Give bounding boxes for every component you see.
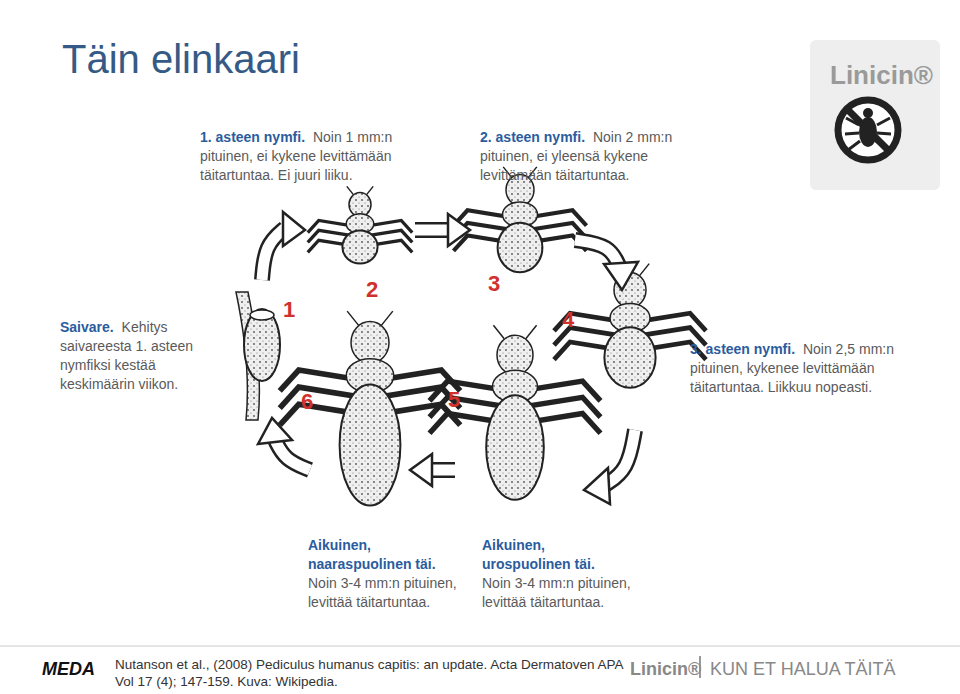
arrow-male-to-female <box>410 454 455 486</box>
third-nymph <box>554 264 706 388</box>
stage-heading: 2. asteen nymfi. <box>480 129 585 145</box>
gap <box>589 129 593 145</box>
callout-number: 5 <box>448 388 460 412</box>
logo-panel <box>810 40 940 190</box>
cycle-arrows <box>258 212 638 504</box>
stage-heading: 1. asteen nymfi. <box>200 129 305 145</box>
footer-divider <box>699 656 701 678</box>
stage-text: Noin 3-4 mm:n pituinen, levittää täitart… <box>482 575 631 610</box>
nit-egg <box>244 309 280 381</box>
callout-number: 1 <box>283 298 295 322</box>
arrow-third-to-male <box>584 430 635 504</box>
company-logo: MEDA <box>42 658 95 680</box>
arrow-female-to-nit <box>258 418 310 470</box>
stage-description: 1. asteen nymfi. Noin 1 mm:n pituinen, e… <box>200 128 415 185</box>
stage-description: 3. asteen nymfi. Noin 2,5 mm:n pituinen,… <box>690 340 918 397</box>
stage-description: Aikuinen, urospuolinen täi. Noin 3-4 mm:… <box>482 536 632 612</box>
first-nymph <box>308 186 413 263</box>
adult-male <box>430 325 601 499</box>
stage-description: Saivare. Kehitys saivareesta 1. asteen n… <box>60 318 228 394</box>
gap <box>309 129 313 145</box>
arrow-nit-to-first <box>262 212 305 280</box>
second-nymph <box>454 167 587 272</box>
footer-slogan: KUN ET HALUA TÄITÄ <box>710 658 895 680</box>
stage-heading: Saivare. <box>60 319 114 335</box>
stage-heading: 3. asteen nymfi. <box>690 341 795 357</box>
slide-title: Täin elinkaari <box>62 36 300 82</box>
stage-heading: Aikuinen, urospuolinen täi. <box>482 536 628 574</box>
callout-number: 6 <box>301 390 313 414</box>
callout-number: 4 <box>562 308 574 332</box>
stage-description: Aikuinen, naaraspuolinen täi. Noin 3-4 m… <box>308 536 458 612</box>
arrow-second-to-third <box>575 240 638 290</box>
arrow-first-to-second <box>415 214 470 246</box>
gap <box>799 341 803 357</box>
logo-text: Linicin® <box>830 60 933 90</box>
footer-rule <box>0 646 960 647</box>
stage-description: 2. asteen nymfi. Noin 2 mm:n pituinen, e… <box>480 128 705 185</box>
gap <box>118 319 122 335</box>
callout-number: 2 <box>366 278 378 302</box>
stage-heading: Aikuinen, naaraspuolinen täi. <box>308 536 454 574</box>
lice-figures <box>236 167 706 506</box>
nit-cap <box>250 310 274 320</box>
citation: Nutanson et al., (2008) Pediculus humanu… <box>115 656 625 690</box>
stage-text: Noin 3-4 mm:n pituinen, levittää täitart… <box>308 575 457 610</box>
callout-number: 3 <box>488 272 500 296</box>
no-lice-icon <box>838 100 898 160</box>
footer-logo: Linicin® <box>630 658 701 680</box>
